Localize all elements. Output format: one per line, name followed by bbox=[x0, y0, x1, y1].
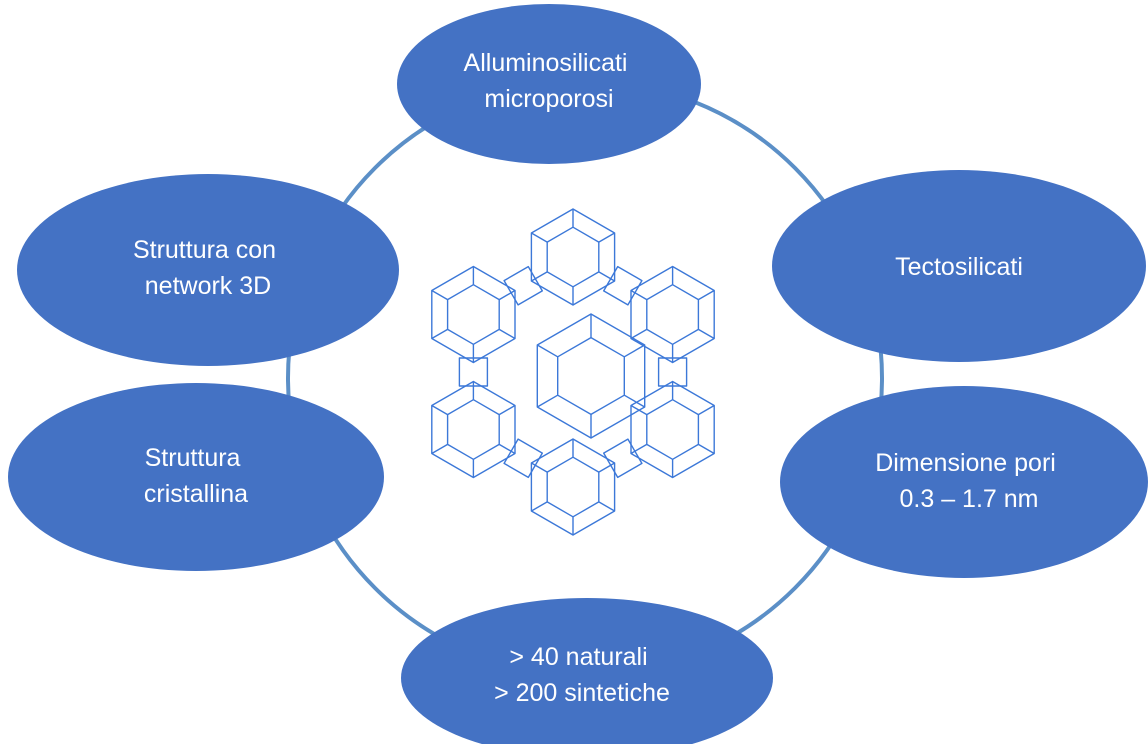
lattice-cage bbox=[503, 265, 543, 306]
lattice-edge bbox=[598, 501, 615, 512]
lattice-cage bbox=[446, 399, 500, 460]
node-label-line: > 200 sintetiche bbox=[494, 679, 670, 707]
lattice-edge bbox=[598, 271, 615, 282]
node-ellipse bbox=[772, 170, 1146, 362]
node-label-line: cristallina bbox=[144, 480, 248, 508]
lattice-edge bbox=[498, 328, 516, 340]
svg-text:Struttura cristallina: Struttura cristallina bbox=[144, 444, 248, 508]
lattice-edge bbox=[630, 328, 648, 340]
node-label-line: > 40 naturali bbox=[509, 643, 647, 671]
lattice-edge bbox=[498, 404, 516, 416]
zeolite-framework-icon bbox=[431, 208, 715, 536]
lattice-edge bbox=[531, 501, 548, 512]
lattice-edge bbox=[498, 443, 516, 455]
lattice-edge bbox=[598, 232, 615, 243]
node-struttura-cristallina: Struttura cristallina bbox=[8, 383, 384, 571]
node-ellipse bbox=[780, 386, 1148, 578]
svg-text:Tectosilicati: Tectosilicati bbox=[895, 253, 1023, 281]
node-dimensione-pori: Dimensione pori 0.3 – 1.7 nm bbox=[780, 386, 1148, 578]
node-alluminosilicati: Alluminosilicati microporosi bbox=[397, 4, 701, 164]
node-naturali-sintetiche: > 40 naturali > 200 sintetiche bbox=[401, 598, 773, 744]
lattice-cage bbox=[546, 226, 600, 288]
node-ellipse bbox=[397, 4, 701, 164]
lattice-cage bbox=[603, 265, 643, 306]
node-struttura-network: Struttura con network 3D bbox=[17, 174, 399, 366]
lattice-cage bbox=[446, 284, 500, 345]
node-label-line: Dimensione pori bbox=[875, 449, 1056, 477]
lattice-edge bbox=[536, 394, 559, 408]
lattice-cage bbox=[646, 399, 700, 460]
node-tectosilicati: Tectosilicati bbox=[772, 170, 1146, 362]
lattice-edge bbox=[698, 289, 715, 301]
node-ellipse bbox=[8, 383, 384, 571]
lattice-edge bbox=[630, 443, 648, 455]
node-label-line: Tectosilicati bbox=[895, 253, 1023, 281]
node-label-line: microporosi bbox=[484, 85, 613, 113]
lattice-cage bbox=[646, 284, 700, 345]
lattice-edge bbox=[536, 344, 559, 358]
node-label-line: Struttura bbox=[145, 444, 241, 472]
connecting-ring bbox=[286, 79, 884, 677]
node-label-line: Struttura con bbox=[133, 236, 276, 264]
lattice-cage bbox=[458, 357, 489, 387]
lattice-edge bbox=[698, 404, 715, 416]
node-label-line: network 3D bbox=[145, 272, 271, 300]
lattice-edge bbox=[431, 289, 448, 301]
node-label-line: Alluminosilicati bbox=[464, 49, 628, 77]
node-ellipse bbox=[17, 174, 399, 366]
lattice-edge bbox=[531, 462, 548, 473]
lattice-edge bbox=[698, 443, 715, 455]
svg-text:Alluminosilicati micropo: Alluminosilicati microporosi bbox=[464, 49, 635, 113]
svg-text:> 40 naturali > 200 sint: > 40 naturali > 200 sintetiche bbox=[494, 643, 670, 707]
lattice-edge bbox=[623, 344, 646, 358]
lattice-edge bbox=[698, 328, 715, 340]
lattice-cage bbox=[546, 456, 600, 518]
lattice-edge bbox=[431, 443, 448, 455]
node-ellipse bbox=[401, 598, 773, 744]
lattice-cage bbox=[657, 357, 688, 387]
lattice-edge bbox=[531, 232, 548, 243]
svg-text:Dimensione pori 0.3 – 1.: Dimensione pori 0.3 – 1.7 nm bbox=[875, 449, 1063, 513]
lattice-cage bbox=[557, 336, 625, 416]
lattice-edge bbox=[498, 289, 516, 301]
lattice-edge bbox=[431, 404, 448, 416]
lattice-edge bbox=[630, 289, 648, 301]
lattice-edge bbox=[531, 271, 548, 282]
lattice-edge bbox=[431, 328, 448, 340]
node-label-line: 0.3 – 1.7 nm bbox=[900, 485, 1039, 513]
svg-text:Struttura con network 3D: Struttura con network 3D bbox=[133, 236, 283, 300]
lattice-edge bbox=[598, 462, 615, 473]
lattice-cage bbox=[603, 438, 643, 479]
lattice-cage bbox=[503, 438, 543, 479]
lattice-edge bbox=[623, 394, 646, 408]
